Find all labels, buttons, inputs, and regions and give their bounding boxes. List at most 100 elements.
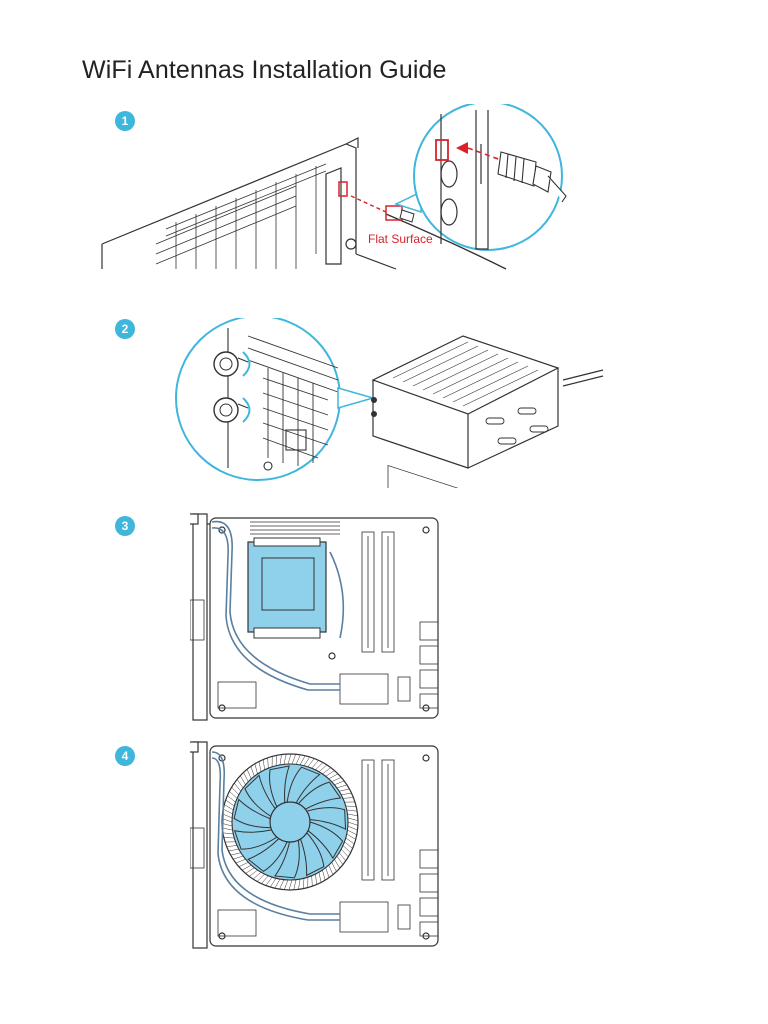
page-title: WiFi Antennas Installation Guide bbox=[82, 56, 447, 84]
heatsink-fin bbox=[232, 855, 244, 860]
heatsink-fin bbox=[270, 878, 277, 888]
heatsink-fin bbox=[347, 829, 357, 836]
heatsink-fin bbox=[334, 859, 341, 869]
heatsink-fin bbox=[283, 879, 289, 890]
step-2-badge: 2 bbox=[115, 319, 135, 339]
heatsink-fin bbox=[222, 832, 234, 835]
heatsink-fin bbox=[228, 848, 239, 852]
heatsink-fin bbox=[342, 797, 354, 799]
heatsink-fin bbox=[256, 873, 265, 882]
heatsink-fin bbox=[318, 764, 328, 772]
heatsink-fin bbox=[302, 878, 305, 889]
heatsink-fin bbox=[325, 770, 335, 777]
heatsink-fin bbox=[229, 791, 238, 799]
heatsink-fin bbox=[331, 862, 337, 872]
heatsink-fin bbox=[311, 760, 319, 769]
heatsink-fin bbox=[238, 862, 249, 867]
fan-blade bbox=[306, 807, 347, 831]
heatsink-fin bbox=[263, 759, 265, 770]
heatsink-fin bbox=[222, 818, 233, 823]
heatsink-fin bbox=[344, 841, 353, 849]
heatsink-fin bbox=[224, 804, 234, 811]
heatsink-fin bbox=[303, 756, 310, 766]
heatsink-fin bbox=[223, 808, 233, 815]
heatsink-fin bbox=[252, 872, 262, 880]
heatsink-fin bbox=[331, 777, 342, 782]
cooling-fan bbox=[233, 765, 347, 879]
heatsink-fin bbox=[249, 869, 258, 877]
step-1-badge: 1 bbox=[115, 111, 135, 131]
heatsink-fin bbox=[279, 879, 285, 890]
step-1-illustration: Flat Surface bbox=[101, 104, 567, 270]
heatsink-fin bbox=[288, 879, 293, 891]
heatsink-fin bbox=[342, 845, 351, 853]
heatsink-fin bbox=[231, 786, 239, 795]
heatsink-fin bbox=[336, 784, 348, 789]
step-4-badge: 4 bbox=[115, 746, 135, 766]
heatsink-fin bbox=[283, 754, 287, 765]
heatsink-fin bbox=[222, 813, 233, 819]
heatsink-fin bbox=[341, 792, 352, 796]
antenna-hole-highlight bbox=[338, 181, 348, 197]
heatsink-fin bbox=[234, 782, 242, 792]
fan-blade bbox=[297, 781, 342, 810]
heatsink-fin bbox=[265, 877, 273, 886]
heatsink-fin bbox=[291, 754, 297, 765]
step-4-illustration bbox=[190, 741, 439, 949]
heatsink-fin bbox=[227, 795, 236, 803]
heatsink-fin bbox=[274, 878, 281, 889]
heatsink-fin bbox=[295, 754, 301, 765]
heatsink-fin bbox=[307, 758, 315, 767]
step-2-illustration bbox=[175, 318, 604, 488]
fan-blade bbox=[307, 821, 344, 860]
heatsink-fin bbox=[346, 833, 356, 840]
heatsink-fin bbox=[347, 825, 358, 831]
heatsink-fin bbox=[334, 780, 345, 785]
fan-blade bbox=[299, 832, 325, 877]
step-3-badge: 3 bbox=[115, 516, 135, 536]
heatsink-fin bbox=[222, 827, 233, 831]
heatsink-fin bbox=[226, 845, 238, 847]
heatsink-fin bbox=[322, 870, 326, 881]
heatsink-fin bbox=[258, 761, 262, 772]
fan-blade bbox=[269, 765, 290, 808]
heatsink-fin bbox=[346, 809, 358, 812]
heatsink-fin bbox=[267, 757, 269, 769]
heatsink-fin bbox=[347, 821, 358, 826]
heatsink-fin bbox=[318, 872, 322, 883]
heatsink-fin bbox=[341, 849, 349, 858]
heatsink-fin bbox=[338, 852, 346, 862]
heatsink-fin bbox=[225, 799, 235, 807]
heatsink-fin bbox=[279, 754, 282, 765]
heatsink-fin bbox=[315, 762, 324, 771]
heatsink-fin bbox=[243, 772, 249, 782]
heatsink-fin bbox=[311, 875, 313, 887]
step-4-figure bbox=[190, 740, 450, 952]
step-3-illustration bbox=[190, 513, 439, 721]
heatsink-fin bbox=[325, 867, 330, 878]
heatsink-fin bbox=[345, 837, 355, 845]
step-2-zoom-callout bbox=[175, 318, 341, 481]
heatsink-fin bbox=[236, 779, 244, 789]
fan-blade bbox=[274, 839, 300, 879]
fan-blade bbox=[233, 829, 278, 850]
heatsink-fin bbox=[261, 875, 269, 884]
fan-hub bbox=[269, 801, 311, 843]
fan-blade bbox=[247, 838, 288, 872]
antenna-cable-routed bbox=[211, 751, 340, 921]
heatsink-fin bbox=[345, 805, 357, 807]
heatsink-fin bbox=[336, 855, 344, 865]
antenna-connector-top-icon bbox=[213, 351, 249, 377]
heatsink-fin bbox=[245, 867, 255, 874]
heatsink-fin bbox=[298, 879, 301, 890]
rp-sma-connector-icon bbox=[385, 205, 415, 223]
heatsink-fin bbox=[299, 755, 306, 766]
fan-blade bbox=[233, 798, 272, 829]
flat-surface-label: Flat Surface bbox=[368, 232, 433, 246]
antenna-cable bbox=[211, 520, 345, 691]
cpu-socket bbox=[247, 537, 327, 639]
step-3-figure bbox=[190, 512, 450, 724]
heatsink-fin bbox=[250, 766, 255, 777]
antenna-connector-bottom-icon bbox=[213, 397, 249, 423]
heatsink-fin bbox=[235, 859, 246, 864]
